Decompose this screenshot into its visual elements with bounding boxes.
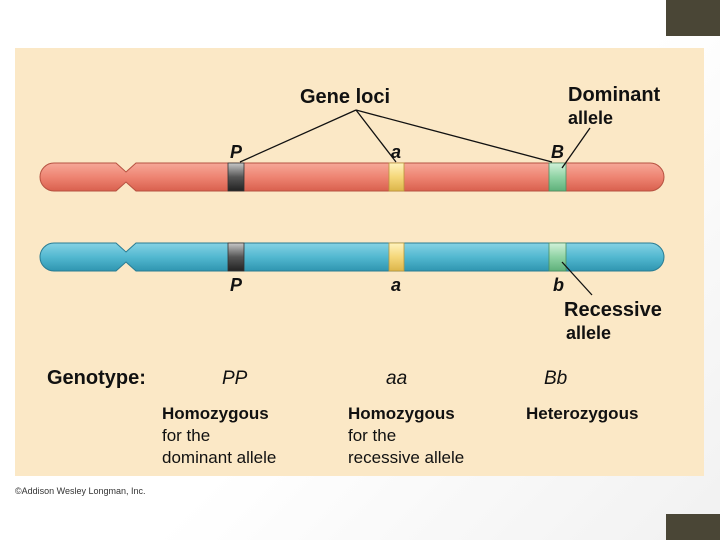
- description-1-title: Homozygous: [162, 404, 269, 423]
- recessive-label-line2: allele: [566, 323, 611, 343]
- locus-p-top: [227, 162, 245, 192]
- allele-bottom-p: P: [230, 275, 243, 295]
- description-1-line3: dominant allele: [162, 448, 276, 467]
- dominant-label: Dominant: [568, 84, 661, 106]
- recessive-label: Recessive: [564, 299, 662, 321]
- genotype-aa: aa: [386, 368, 407, 389]
- locus-a-top: [388, 162, 405, 192]
- allele-top-a: a: [391, 142, 401, 162]
- gene-loci-pointer-a: [355, 109, 397, 163]
- description-2-title: Homozygous: [348, 404, 455, 423]
- recessive-pointer: [561, 261, 593, 296]
- credit-line: ©Addison Wesley Longman, Inc.: [15, 486, 146, 496]
- allele-bottom-a: a: [391, 275, 401, 295]
- description-3-title: Heterozygous: [526, 404, 638, 423]
- description-2-line3: recessive allele: [348, 448, 464, 467]
- allele-top-p: P: [230, 142, 243, 162]
- pointer-lines: [239, 109, 593, 296]
- chromosome-bottom: [39, 242, 665, 272]
- dominant-pointer: [561, 127, 591, 169]
- gene-loci-pointer-p: [239, 109, 357, 163]
- genotype-bb: Bb: [544, 368, 567, 389]
- allele-bottom-b: b: [553, 275, 564, 295]
- genotype-pp: PP: [222, 368, 248, 389]
- description-2-line2: for the: [348, 426, 396, 445]
- gene-loci-pointer-b: [355, 109, 553, 163]
- locus-b-bottom: [548, 242, 567, 272]
- locus-b-top: [548, 162, 567, 192]
- locus-a-bottom: [388, 242, 405, 272]
- description-1-line2: for the: [162, 426, 210, 445]
- locus-p-bottom: [227, 242, 245, 272]
- gene-loci-label: Gene loci: [300, 86, 390, 108]
- allele-top-b: B: [551, 142, 564, 162]
- dominant-label-line2: allele: [568, 108, 613, 128]
- genotype-label: Genotype:: [47, 367, 146, 389]
- corner-accent-top: [666, 0, 720, 36]
- chromosome-top: [39, 162, 665, 192]
- corner-accent-bottom: [666, 514, 720, 540]
